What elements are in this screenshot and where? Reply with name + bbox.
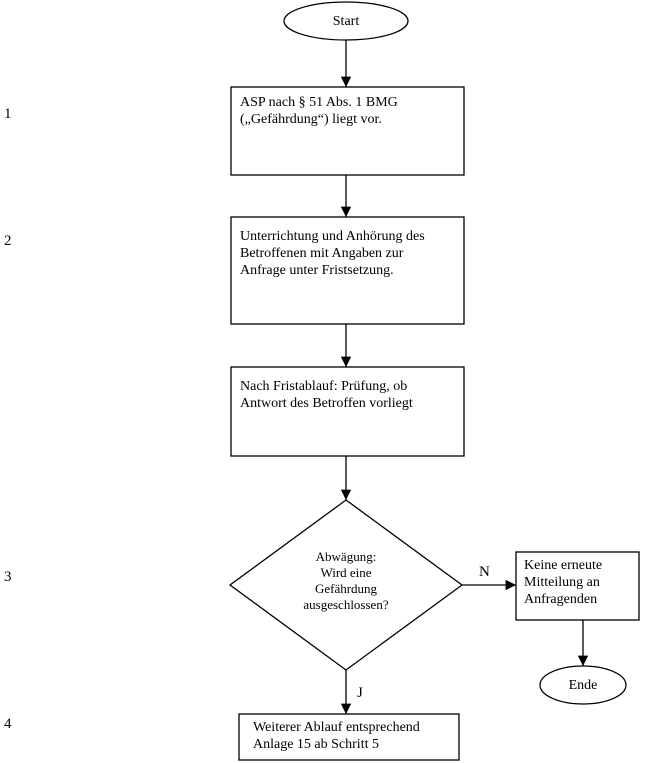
end-label: Ende (568, 678, 598, 693)
process-box-3 (230, 366, 465, 457)
start-label: Start (332, 14, 360, 29)
step-number-2: 2 (4, 233, 12, 249)
step-number-1: 1 (4, 106, 12, 122)
box1-text: ASP nach § 51 Abs. 1 BMG („Gefährdung“) … (240, 95, 398, 127)
box4-text: Weiterer Ablauf entsprechend Anlage 15 a… (253, 720, 420, 752)
decision-text: Abwägung: Wird eine Gefährdung ausgeschl… (303, 549, 389, 612)
box2-text: Unterrichtung und Anhörung des Betroffen… (240, 229, 425, 278)
no-branch-text: Keine erneute Mitteilung an Anfragenden (524, 558, 603, 607)
process-box-no (515, 551, 640, 621)
edge-label-no: N (479, 564, 490, 580)
process-box-1 (230, 86, 465, 176)
edge-label-yes: J (357, 685, 363, 701)
box3-text: Nach Fristablauf: Prüfung, ob Antwort de… (240, 379, 413, 411)
step-number-4: 4 (4, 716, 12, 732)
process-box-4 (238, 713, 460, 761)
step-number-3: 3 (4, 569, 12, 585)
process-box-2 (230, 216, 465, 325)
